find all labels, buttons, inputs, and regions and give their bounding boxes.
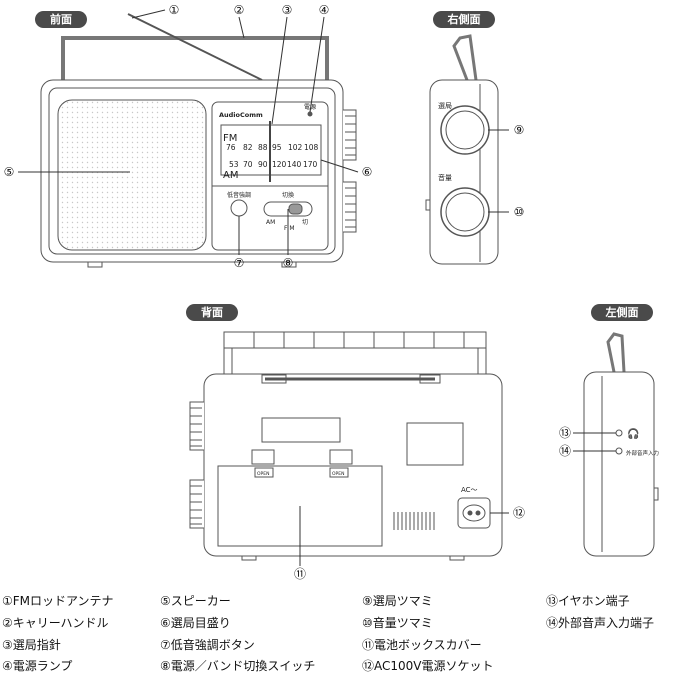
legend-item-10: ⑩音量ツマミ [362, 616, 433, 630]
right-leader-lines [488, 129, 509, 213]
left-leader-lines [573, 432, 616, 452]
right-side-view [425, 34, 499, 265]
callout-7: ⑦ [234, 256, 245, 270]
fm-band-label: FM [223, 133, 237, 144]
callout-10: ⑩ [514, 205, 525, 219]
back-volume-knob[interactable] [189, 479, 204, 529]
earphone-icon: 🎧 [627, 427, 639, 440]
am-scale-value: 53 [229, 160, 239, 169]
left-side-view [583, 332, 659, 557]
fm-scale-value: 88 [258, 143, 268, 152]
carry-handle [61, 36, 329, 80]
vent-slots [393, 512, 435, 530]
volume-knob-label: 音量 [438, 173, 452, 182]
am-scale-value: 170 [303, 160, 318, 169]
bass-boost-button[interactable] [230, 199, 248, 217]
rod-antenna [127, 13, 263, 81]
switch-off-label: 切 [302, 219, 308, 226]
legend-item-6: ⑥選局目盛り [160, 616, 231, 630]
legend-item-14: ⑭外部音声入力端子 [546, 616, 655, 630]
legend-item-2: ②キャリーハンドル [2, 616, 109, 630]
am-scale-value: 90 [258, 160, 268, 169]
ext-audio-jack[interactable] [615, 447, 623, 455]
bass-boost-label: 低音強調 [227, 191, 251, 199]
open-tab-right: OPEN [332, 471, 344, 477]
callout-14: ⑭ [559, 444, 571, 458]
callout-12: ⑫ [513, 506, 525, 520]
fm-scale-value: 108 [304, 143, 319, 152]
switch-am-label: AM [266, 219, 275, 226]
volume-knob[interactable] [440, 187, 490, 237]
callout-2: ② [234, 3, 245, 17]
ac-label: AC〜 [461, 486, 478, 494]
legend-item-12: ⑫AC100V電源ソケット [362, 659, 494, 673]
back-tuning-knob[interactable] [189, 401, 204, 451]
earphone-jack[interactable] [615, 429, 623, 437]
left-handle-profile [606, 332, 626, 373]
callout-5: ⑤ [4, 165, 15, 179]
switch-label: 切換 [282, 191, 294, 199]
left-view-label: 左側面 [591, 304, 653, 321]
am-scale-value: 70 [243, 160, 253, 169]
fm-scale-value: 76 [226, 143, 236, 152]
back-leader-lines [299, 506, 509, 566]
am-scale-value: 140 [287, 160, 302, 169]
switch-fm-label: F M [284, 225, 295, 232]
open-tab-left: OPEN [257, 471, 269, 477]
front-view [40, 13, 357, 268]
brand-label: AudioComm [219, 111, 263, 119]
am-scale-value: 120 [272, 160, 287, 169]
right-view-label: 右側面 [433, 11, 495, 28]
legend-item-7: ⑦低音強調ボタン [160, 638, 255, 652]
front-volume-knob[interactable] [343, 181, 357, 233]
front-tuning-knob[interactable] [343, 109, 357, 161]
ext-input-label: 外部音声入力 [626, 449, 659, 457]
am-band-label: AM [223, 170, 238, 181]
fm-scale-value: 82 [243, 143, 253, 152]
left-body [583, 371, 655, 557]
legend-item-1: ①FMロッドアンテナ [2, 594, 114, 608]
front-view-label: 前面 [35, 11, 87, 28]
callout-11: ⑪ [294, 567, 306, 581]
back-handle [223, 331, 487, 349]
tuning-knob[interactable] [440, 105, 490, 155]
front-leader-lines [18, 9, 359, 255]
legend-item-5: ⑤スピーカー [160, 594, 231, 608]
power-lamp [307, 111, 313, 117]
tuning-knob-label: 選局 [438, 101, 452, 110]
back-view-label: 背面 [186, 304, 238, 321]
callout-3: ③ [282, 3, 293, 17]
fm-scale-value: 95 [272, 143, 282, 152]
legend-item-3: ③選局指針 [2, 638, 61, 652]
callout-4: ④ [319, 3, 330, 17]
power-lamp-label: 電源 [304, 103, 316, 111]
legend-item-13: ⑬イヤホン端子 [546, 594, 630, 608]
legend-item-8: ⑧電源／バンド切換スイッチ [160, 659, 316, 673]
callout-8: ⑧ [283, 256, 294, 270]
callout-6: ⑥ [362, 165, 373, 179]
legend-item-4: ④電源ランプ [2, 659, 73, 673]
callout-1: ① [169, 3, 180, 17]
legend-item-11: ⑪電池ボックスカバー [362, 638, 482, 652]
right-handle-profile [452, 34, 478, 81]
callout-13: ⑬ [559, 426, 571, 440]
legend-item-9: ⑨選局ツマミ [362, 594, 433, 608]
fm-scale-value: 102 [288, 143, 303, 152]
speaker-grille [57, 99, 207, 251]
callout-9: ⑨ [514, 123, 525, 137]
back-view [189, 331, 503, 561]
